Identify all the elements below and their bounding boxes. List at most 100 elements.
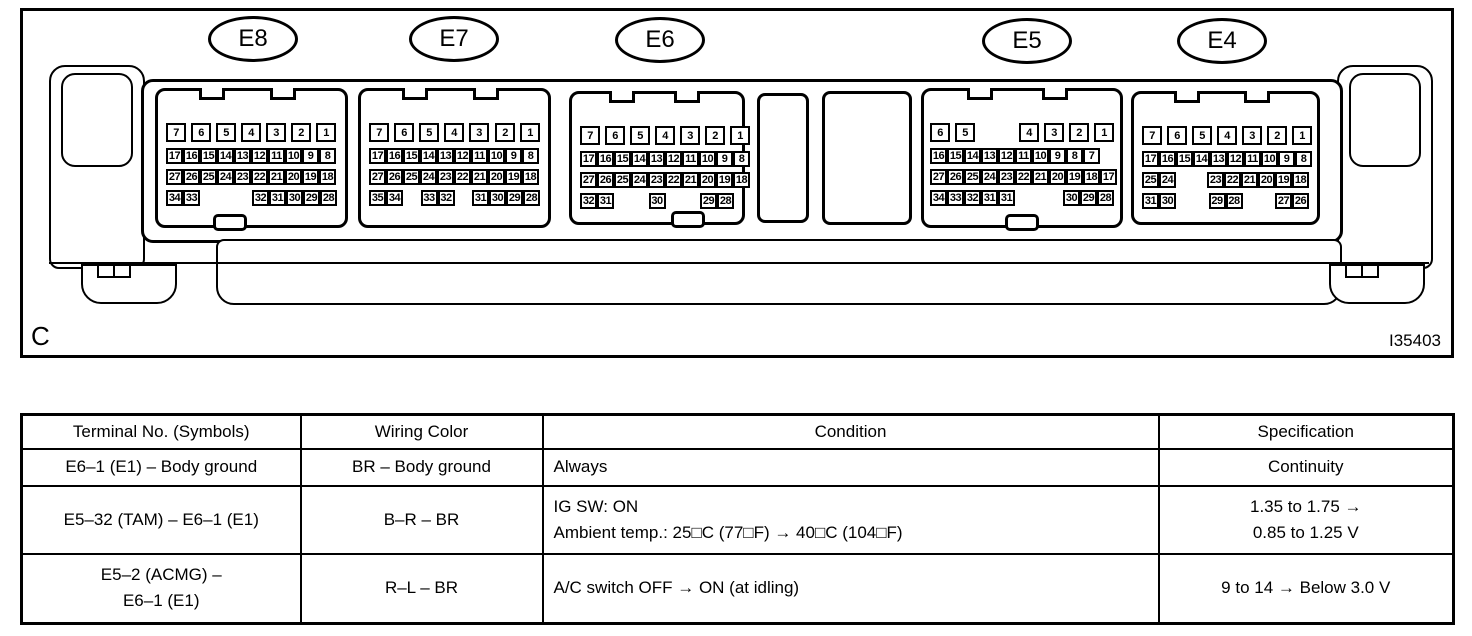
pin-E6-18: 18 <box>733 172 750 188</box>
pin-E7-26: 26 <box>386 169 403 185</box>
table-cell-terminal: E5–32 (TAM) – E6–1 (E1) <box>20 484 302 555</box>
connector-label-e4: E4 <box>1177 18 1267 64</box>
pin-E4-15: 15 <box>1176 151 1193 167</box>
table-cell-line: IG SW: ON <box>553 496 639 516</box>
pin-E7-11: 11 <box>471 148 488 164</box>
pin-E8-18: 18 <box>319 169 336 185</box>
pin-E7-10: 10 <box>488 148 505 164</box>
pin-E7-8: 8 <box>522 148 539 164</box>
pin-E4-6: 6 <box>1167 126 1187 145</box>
pin-E4-1: 1 <box>1292 126 1312 145</box>
pin-E6-26: 26 <box>597 172 614 188</box>
table-cell-line: A/C switch OFF → ON (at idling) <box>553 578 800 598</box>
pin-E4-9: 9 <box>1278 151 1295 167</box>
pin-E7-18: 18 <box>522 169 539 185</box>
table-cell-line: E5–2 (ACMG) – <box>100 565 222 585</box>
ecu-left-foot <box>81 264 177 304</box>
pin-E4-27: 27 <box>1275 193 1292 209</box>
pin-E5-12: 12 <box>998 148 1015 164</box>
pin-E5-6: 6 <box>930 123 950 142</box>
housing-notch <box>473 88 500 100</box>
pin-E7-32: 32 <box>437 190 455 206</box>
pin-E8-26: 26 <box>183 169 200 185</box>
pin-E6-28: 28 <box>717 193 734 209</box>
pin-E6-30: 30 <box>648 193 666 209</box>
pin-E5-10: 10 <box>1032 148 1049 164</box>
pin-E6-2: 2 <box>705 126 725 145</box>
pin-E7-29: 29 <box>506 190 523 206</box>
pin-E5-31: 31 <box>981 190 998 206</box>
pin-E5-7: 7 <box>1083 148 1100 164</box>
pin-E4-11: 11 <box>1244 151 1261 167</box>
pin-E4-21: 21 <box>1241 172 1258 188</box>
pin-E5-26: 26 <box>947 169 964 185</box>
pin-E4-28: 28 <box>1225 193 1243 209</box>
pin-E5-3: 3 <box>1044 123 1064 142</box>
pin-E7-33: 33 <box>420 190 438 206</box>
pin-E8-17: 17 <box>166 148 183 164</box>
connector-label-e7: E7 <box>409 16 499 62</box>
ecu-bottom-band <box>216 239 1342 305</box>
pin-E5-14: 14 <box>964 148 981 164</box>
housing-bottom-tab <box>213 214 247 231</box>
housing-bottom-tab <box>670 211 705 228</box>
pin-E8-24: 24 <box>217 169 234 185</box>
pin-E6-23: 23 <box>648 172 665 188</box>
pin-E7-3: 3 <box>469 123 489 142</box>
pin-E7-15: 15 <box>403 148 420 164</box>
pin-E5-34: 34 <box>930 190 947 206</box>
pin-E7-7: 7 <box>369 123 389 142</box>
pin-group: 30 <box>648 193 666 209</box>
pin-E5-28: 28 <box>1097 190 1114 206</box>
pin-E4-12: 12 <box>1227 151 1244 167</box>
pin-E6-22: 22 <box>665 172 682 188</box>
pin-E7-21: 21 <box>471 169 488 185</box>
pin-E4-19: 19 <box>1275 172 1292 188</box>
table-cell-line: 0.85 to 1.25 V <box>1252 522 1359 542</box>
housing-notch <box>1041 88 1068 100</box>
table-cell-line: B–R – BR <box>383 509 460 529</box>
pin-E6-17: 17 <box>580 151 597 167</box>
pin-E8-11: 11 <box>268 148 285 164</box>
pin-E7-28: 28 <box>523 190 540 206</box>
pin-E8-20: 20 <box>285 169 302 185</box>
pin-E5-1: 1 <box>1094 123 1114 142</box>
connector-label-e8: E8 <box>208 16 298 62</box>
table-cell-wiring-color: BR – Body ground <box>299 447 544 487</box>
pin-E6-21: 21 <box>682 172 699 188</box>
pin-E4-18: 18 <box>1292 172 1309 188</box>
pin-E5-18: 18 <box>1083 169 1100 185</box>
col-header-specification: Specification <box>1157 413 1455 450</box>
pin-E7-16: 16 <box>386 148 403 164</box>
ecu-left-endcap-tab <box>61 73 133 167</box>
table-cell-line: E6–1 (E1) – Body ground <box>65 457 258 476</box>
